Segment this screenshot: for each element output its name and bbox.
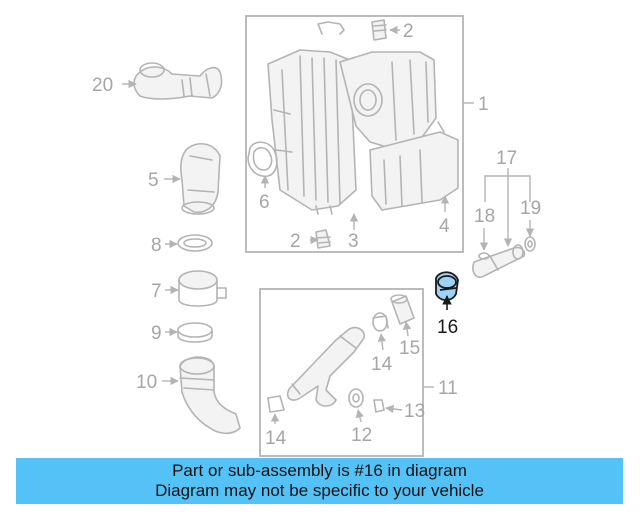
callout-2-bottom: 2 [290,231,301,252]
part-6-gasket [247,141,278,178]
parts-diagram: 1 2 2 3 4 5 6 7 8 9 10 11 12 13 14 14 15… [92,15,541,457]
part-3-air-filter-housing [267,49,357,215]
part-10-outlet-hose [179,356,241,435]
callout-10: 10 [136,372,157,393]
callout-7: 7 [151,281,162,302]
part-1-housing-cover [339,51,437,149]
callout-1: 1 [478,94,489,115]
part-17-pipe [472,244,526,278]
callout-6: 6 [259,192,270,213]
part-2-clip-top [317,19,387,41]
part-18-oring [478,252,490,260]
callout-4: 4 [439,216,450,237]
part-9-clamp [177,322,213,343]
callout-16: 16 [437,317,458,338]
banner-line-disclaimer: Diagram may not be specific to your vehi… [155,481,484,500]
part-5-elbow-duct [180,143,221,215]
part-15-hose [390,294,415,325]
banner-line-part-number: Part or sub-assembly is #16 in diagram [172,461,467,480]
callout-3: 3 [348,231,359,252]
assembly-box-crankcase-vent [259,288,424,457]
callout-5: 5 [148,170,159,191]
part-14-clamp-upper [372,312,389,332]
assembly-box-air-cleaner [245,15,464,253]
callout-19: 19 [520,198,541,219]
callout-12: 12 [351,425,372,446]
callout-18: 18 [474,206,495,227]
callout-15: 15 [399,338,420,359]
part-2-grommet-lower [315,229,331,249]
part-16-clamp-highlighted [435,271,459,301]
callout-11: 11 [438,378,458,399]
part-12-grommet [348,388,364,408]
callout-20: 20 [92,75,113,96]
callout-2-top: 2 [403,21,414,42]
part-19-seal [524,236,536,252]
part-20-intake-hose [133,62,223,100]
callout-17: 17 [496,148,517,169]
callout-14-upper: 14 [371,354,393,375]
part-8-ring [177,234,213,252]
part-14-clamp-lower [267,395,285,413]
part-7-mass-air-flow-sensor [178,270,227,307]
part-11-vent-tube [286,326,366,407]
callout-14-lower: 14 [265,428,287,449]
part-4-lower-housing [369,121,459,211]
callout-8: 8 [151,235,162,256]
callout-9: 9 [151,323,162,344]
info-banner: Part or sub-assembly is #16 in diagram D… [16,458,623,504]
callout-13: 13 [404,401,425,422]
part-13-plug [373,399,385,413]
